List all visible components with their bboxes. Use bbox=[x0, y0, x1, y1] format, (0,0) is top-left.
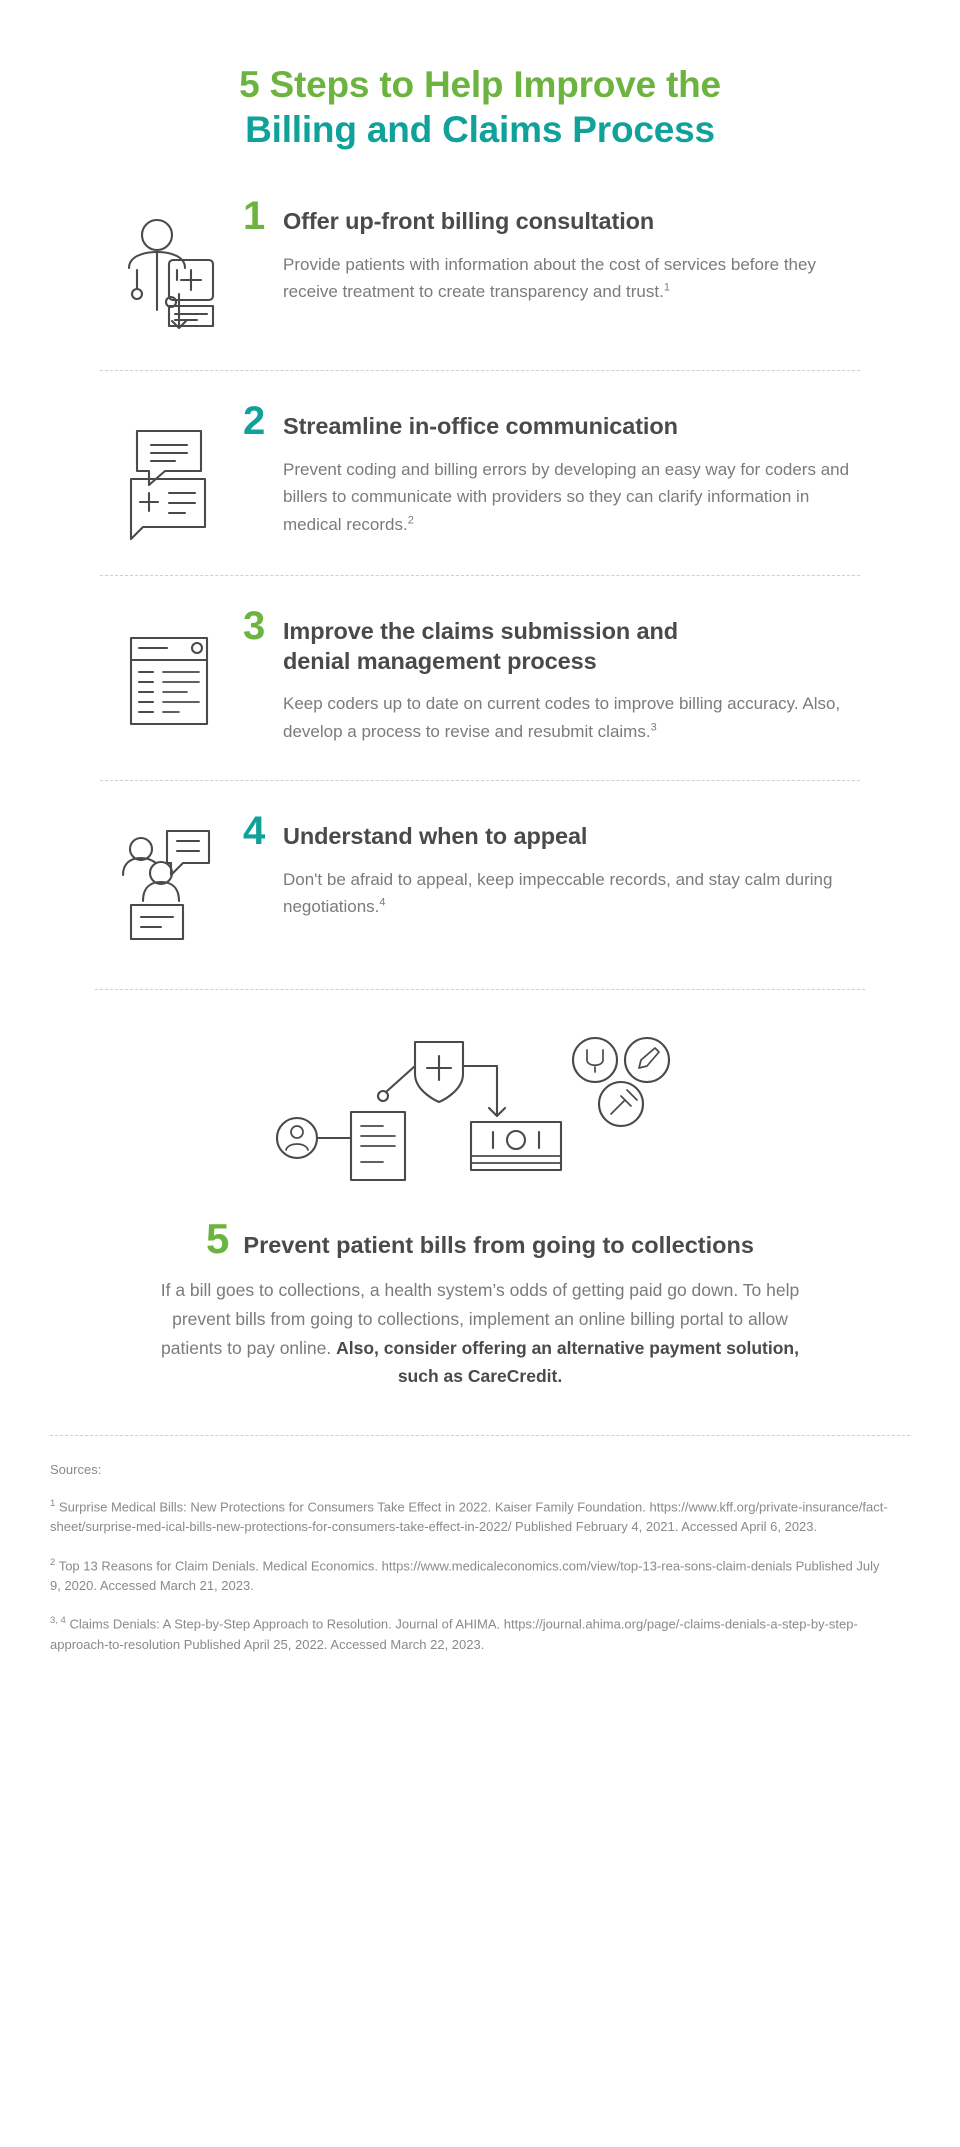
step-heading-2: 2 Streamline in-office communication bbox=[243, 401, 860, 441]
source-marker: 1 bbox=[50, 1498, 56, 1509]
step-title-4: Understand when to appeal bbox=[283, 823, 588, 850]
step-title-2: Streamline in-office communication bbox=[283, 413, 678, 440]
people-chat-icon bbox=[100, 811, 235, 945]
step-text-5-regular: If a bill goes to collections, a health … bbox=[160, 1280, 800, 1358]
source-text: Claims Denials: A Step-by-Step Approach … bbox=[50, 1616, 858, 1652]
step-heading-1: 1 Offer up-front billing consultation bbox=[243, 196, 860, 236]
step-text-5: If a bill goes to collections, a health … bbox=[160, 1276, 800, 1391]
step-text-4: Don't be afraid to appeal, keep impeccab… bbox=[283, 869, 833, 917]
step-item-3: 3 Improve the claims submission and deni… bbox=[0, 606, 960, 750]
step-number-4: 4 bbox=[243, 809, 266, 854]
title-line-1: 5 Steps to Help Improve the bbox=[239, 64, 721, 105]
step-item-4: 4 Understand when to appeal Don't be afr… bbox=[0, 811, 960, 945]
chat-records-icon bbox=[100, 401, 235, 545]
step-title-5: Prevent patient bills from going to coll… bbox=[243, 1232, 754, 1259]
source-item: 2 Top 13 Reasons for Claim Denials. Medi… bbox=[50, 1556, 890, 1597]
step-number-3: 3 bbox=[243, 604, 266, 649]
step-text-3: Keep coders up to date on current codes … bbox=[283, 694, 841, 741]
step-body-3: 3 Improve the claims submission and deni… bbox=[235, 606, 860, 745]
source-item: 3, 4 Claims Denials: A Step-by-Step Appr… bbox=[50, 1614, 890, 1655]
step-text-2: Prevent coding and billing errors by dev… bbox=[283, 459, 850, 534]
step-number-5: 5 bbox=[206, 1215, 230, 1263]
divider-1 bbox=[100, 370, 860, 372]
source-text: Top 13 Reasons for Claim Denials. Medica… bbox=[50, 1557, 880, 1594]
source-marker: 2 bbox=[50, 1556, 56, 1568]
step-item-5: 5 Prevent patient bills from going to co… bbox=[0, 1030, 960, 1391]
step-heading-4: 4 Understand when to appeal bbox=[243, 811, 860, 851]
step-item-1: 1 Offer up-front billing consultation Pr… bbox=[0, 196, 960, 340]
step-title-1: Offer up-front billing consultation bbox=[283, 208, 655, 235]
source-text: Surprise Medical Bills: New Protections … bbox=[50, 1499, 888, 1535]
patient-consultation-icon bbox=[100, 196, 235, 340]
step-text-5-bold: Also, consider offering an alternative p… bbox=[336, 1337, 799, 1387]
divider-2 bbox=[100, 575, 860, 577]
steps-list: 1 Offer up-front billing consultation Pr… bbox=[0, 196, 960, 1391]
payment-network-icon bbox=[60, 1030, 900, 1190]
sources-label: Sources: bbox=[50, 1462, 102, 1477]
claim-form-icon bbox=[100, 606, 235, 750]
divider-3 bbox=[100, 780, 860, 782]
step-title-3: Improve the claims submission and denial… bbox=[283, 618, 679, 674]
step-heading-3: 3 Improve the claims submission and deni… bbox=[243, 606, 860, 676]
step-body-4: 4 Understand when to appeal Don't be afr… bbox=[235, 811, 860, 920]
footnote-ref-1: 1 bbox=[663, 281, 670, 294]
page-title: 5 Steps to Help Improve the Billing and … bbox=[0, 0, 960, 152]
source-marker: 3, 4 bbox=[50, 1615, 66, 1627]
footnote-ref-2: 2 bbox=[407, 514, 414, 527]
title-line-2: Billing and Claims Process bbox=[245, 109, 715, 151]
footnote-ref-3: 3 bbox=[650, 720, 657, 733]
footnote-ref-4: 4 bbox=[379, 896, 386, 909]
step-number-1: 1 bbox=[243, 194, 266, 239]
divider-4 bbox=[95, 989, 865, 991]
step-number-2: 2 bbox=[243, 399, 266, 444]
sources-section: Sources: 1 Surprise Medical Bills: New P… bbox=[50, 1436, 910, 1655]
divider-sources bbox=[50, 1435, 910, 1436]
step-heading-5: 5 Prevent patient bills from going to co… bbox=[60, 1218, 900, 1260]
step-body-2: 2 Streamline in-office communication Pre… bbox=[235, 401, 860, 538]
step-text-1: Provide patients with information about … bbox=[283, 254, 816, 302]
source-item: 1 Surprise Medical Bills: New Protection… bbox=[50, 1497, 890, 1538]
step-item-2: 2 Streamline in-office communication Pre… bbox=[0, 401, 960, 545]
step-body-1: 1 Offer up-front billing consultation Pr… bbox=[235, 196, 860, 305]
